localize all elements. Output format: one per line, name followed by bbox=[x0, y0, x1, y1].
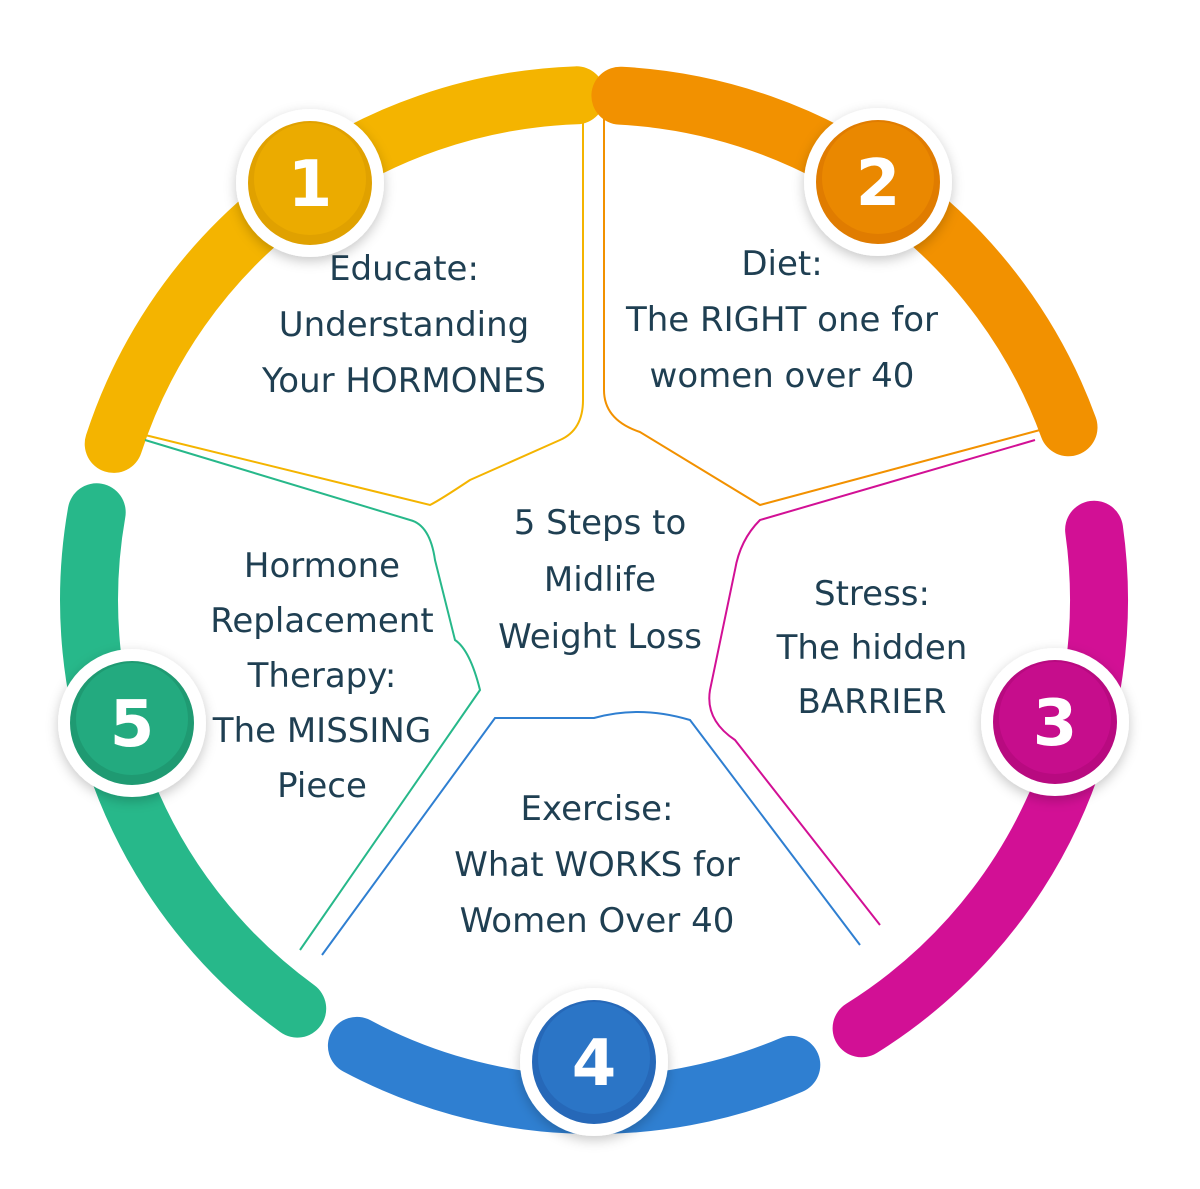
center-title-line: Weight Loss bbox=[498, 617, 702, 657]
badge-highlight bbox=[999, 662, 1111, 774]
step-3-label-line: BARRIER bbox=[798, 682, 947, 722]
step-5-number: 5 bbox=[110, 688, 155, 762]
step-2-badge: 2 bbox=[804, 108, 952, 256]
step-2-label-line: women over 40 bbox=[650, 356, 915, 396]
center-title-line: 5 Steps to bbox=[514, 503, 687, 543]
step-1-number: 1 bbox=[288, 148, 333, 222]
divider-line-4 bbox=[321, 711, 861, 956]
badge-highlight bbox=[538, 1002, 650, 1114]
step-4-label-line: Exercise: bbox=[521, 789, 674, 829]
step-3-badge: 3 bbox=[981, 648, 1129, 796]
divider-line-5 bbox=[144, 439, 482, 951]
step-2-label: Diet: The RIGHT one for women over 40 bbox=[625, 244, 938, 396]
step-3-label-line: The hidden bbox=[776, 628, 968, 668]
badge-highlight bbox=[254, 123, 366, 235]
step-3-arc bbox=[832, 500, 1129, 1058]
badge-highlight bbox=[76, 663, 188, 775]
step-4-label-line: Women Over 40 bbox=[460, 901, 735, 941]
step-5-badge: 5 bbox=[58, 649, 206, 797]
step-5-label-line: Piece bbox=[277, 766, 367, 806]
step-4-badge: 4 bbox=[520, 988, 668, 1136]
step-4-number: 4 bbox=[572, 1027, 617, 1101]
number-badges: 1 2 3 4 5 bbox=[58, 108, 1129, 1136]
step-5-label-line: Therapy: bbox=[247, 656, 397, 696]
step-5-label-line: The MISSING bbox=[212, 711, 431, 751]
step-1-label-line: Your HORMONES bbox=[261, 361, 546, 401]
step-1-badge: 1 bbox=[236, 109, 384, 257]
center-title-line: Midlife bbox=[544, 560, 656, 600]
badge-highlight bbox=[822, 122, 934, 234]
step-5-label-line: Replacement bbox=[210, 601, 433, 641]
step-3-number: 3 bbox=[1033, 687, 1078, 761]
step-1-label-line: Understanding bbox=[279, 305, 530, 345]
step-1-label-line: Educate: bbox=[329, 249, 479, 289]
step-2-number: 2 bbox=[856, 147, 901, 221]
step-4-label-line: What WORKS for bbox=[454, 845, 740, 885]
step-2-label-line: Diet: bbox=[741, 244, 822, 284]
step-3-label-line: Stress: bbox=[814, 574, 930, 614]
step-5-label-line: Hormone bbox=[244, 546, 400, 586]
divider-lines bbox=[144, 100, 1041, 956]
divider-line-1 bbox=[144, 100, 584, 507]
divider-line-3 bbox=[708, 439, 1036, 926]
divider-line-2 bbox=[603, 100, 1041, 507]
step-2-label-line: The RIGHT one for bbox=[625, 300, 938, 340]
